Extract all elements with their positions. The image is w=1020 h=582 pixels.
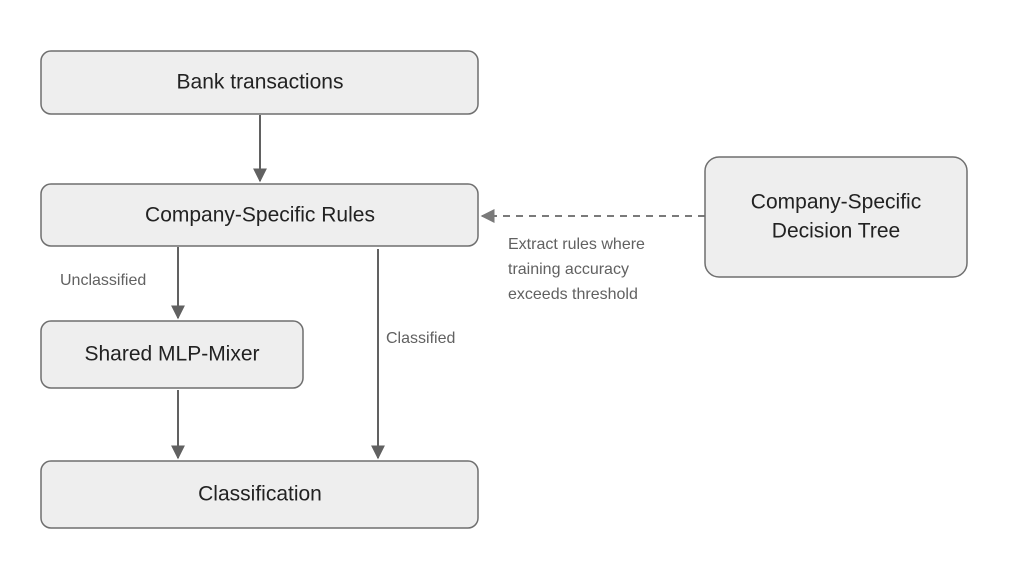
edge-label-extract-line2: training accuracy [508, 261, 629, 278]
node-classification: Classification [40, 460, 479, 529]
node-bank-transactions-label: Bank transactions [177, 71, 344, 94]
node-classification-label: Classification [198, 483, 322, 506]
node-decision-tree: Company-Specific Decision Tree [704, 156, 968, 278]
node-decision-tree-label-line1: Company-Specific [751, 191, 921, 214]
node-bank-transactions: Bank transactions [40, 50, 479, 115]
edge-label-extract-line1: Extract rules where [508, 236, 645, 253]
node-mlp-mixer-label: Shared MLP-Mixer [84, 343, 259, 366]
node-mlp-mixer: Shared MLP-Mixer [40, 320, 304, 389]
edge-label-extract-line3: exceeds threshold [508, 286, 638, 303]
node-company-rules-label: Company-Specific Rules [145, 204, 375, 227]
node-company-rules: Company-Specific Rules [40, 183, 479, 247]
edge-label-unclassified: Unclassified [60, 272, 146, 289]
node-decision-tree-label-line2: Decision Tree [772, 220, 900, 243]
edge-label-classified: Classified [386, 330, 455, 347]
